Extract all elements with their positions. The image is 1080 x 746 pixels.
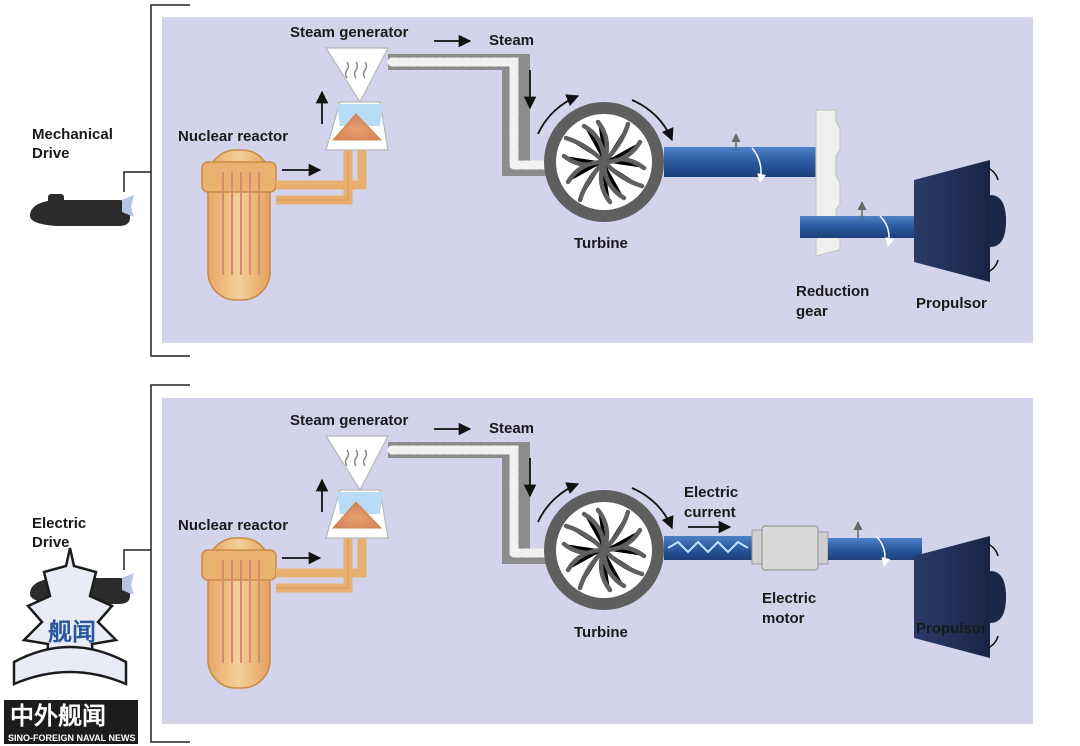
- electric-current-label-line2: current: [684, 504, 736, 521]
- turbine-label: Turbine: [574, 235, 628, 252]
- watermark-title-box: [4, 700, 138, 730]
- mechanical-drive-label-line1: Mechanical: [32, 126, 113, 143]
- propulsor-label: Propulsor: [916, 295, 987, 312]
- bracket-connector: [123, 171, 151, 192]
- steam-label: Steam: [489, 32, 534, 49]
- electric-motor-label-line1: Electric: [762, 590, 816, 607]
- shaft-rotation-arrow: [875, 535, 891, 567]
- reduction-gear-label-line2: gear: [796, 303, 828, 320]
- watermark-en-title: SINO-FOREIGN NAVAL NEWS: [8, 733, 136, 743]
- submarine-icon: [30, 194, 134, 226]
- propeller-shaft: [800, 216, 920, 238]
- electric-current-label-line1: Electric: [684, 484, 738, 501]
- nuclear-reactor-label: Nuclear reactor: [178, 128, 288, 145]
- nuclear-reactor-label: Nuclear reactor: [178, 517, 288, 534]
- electric-drive-panel: Electric Drive Steam generator: [30, 384, 1033, 743]
- steam-generator-label: Steam generator: [290, 412, 409, 429]
- panel-bracket: [150, 4, 190, 357]
- propulsor-label: Propulsor: [916, 620, 987, 637]
- turbine-shaft: [664, 147, 820, 177]
- turbine-label: Turbine: [574, 624, 628, 641]
- electric-motor-label-line2: motor: [762, 610, 805, 627]
- watermark-emblem-text: 舰闻: [48, 618, 96, 646]
- bracket-connector: [123, 549, 151, 570]
- mechanical-drive-panel: Mechanical Drive Steam generator Steam N…: [30, 4, 1033, 357]
- watermark-cn-title: 中外舰闻: [10, 702, 106, 730]
- electric-drive-label-line1: Electric: [32, 515, 86, 532]
- sino-foreign-naval-news-watermark: 舰闻 中外舰闻 SINO-FOREIGN NAVAL NEWS: [4, 547, 138, 744]
- panel-bracket: [150, 384, 190, 743]
- shaft-rotation-arrow: [879, 215, 895, 247]
- mechanical-drive-label-line2: Drive: [32, 145, 70, 162]
- electric-motor: [751, 525, 829, 571]
- electric-drive-label-line2: Drive: [32, 534, 70, 551]
- propeller-shaft: [828, 538, 922, 560]
- shaft-rotation-arrow: [751, 147, 766, 183]
- electric-current-wave: [667, 540, 749, 554]
- steam-label: Steam: [489, 420, 534, 437]
- watermark-subtitle-box: [4, 730, 138, 744]
- reduction-gear-label-line1: Reduction: [796, 283, 869, 300]
- steam-generator-label: Steam generator: [290, 24, 409, 41]
